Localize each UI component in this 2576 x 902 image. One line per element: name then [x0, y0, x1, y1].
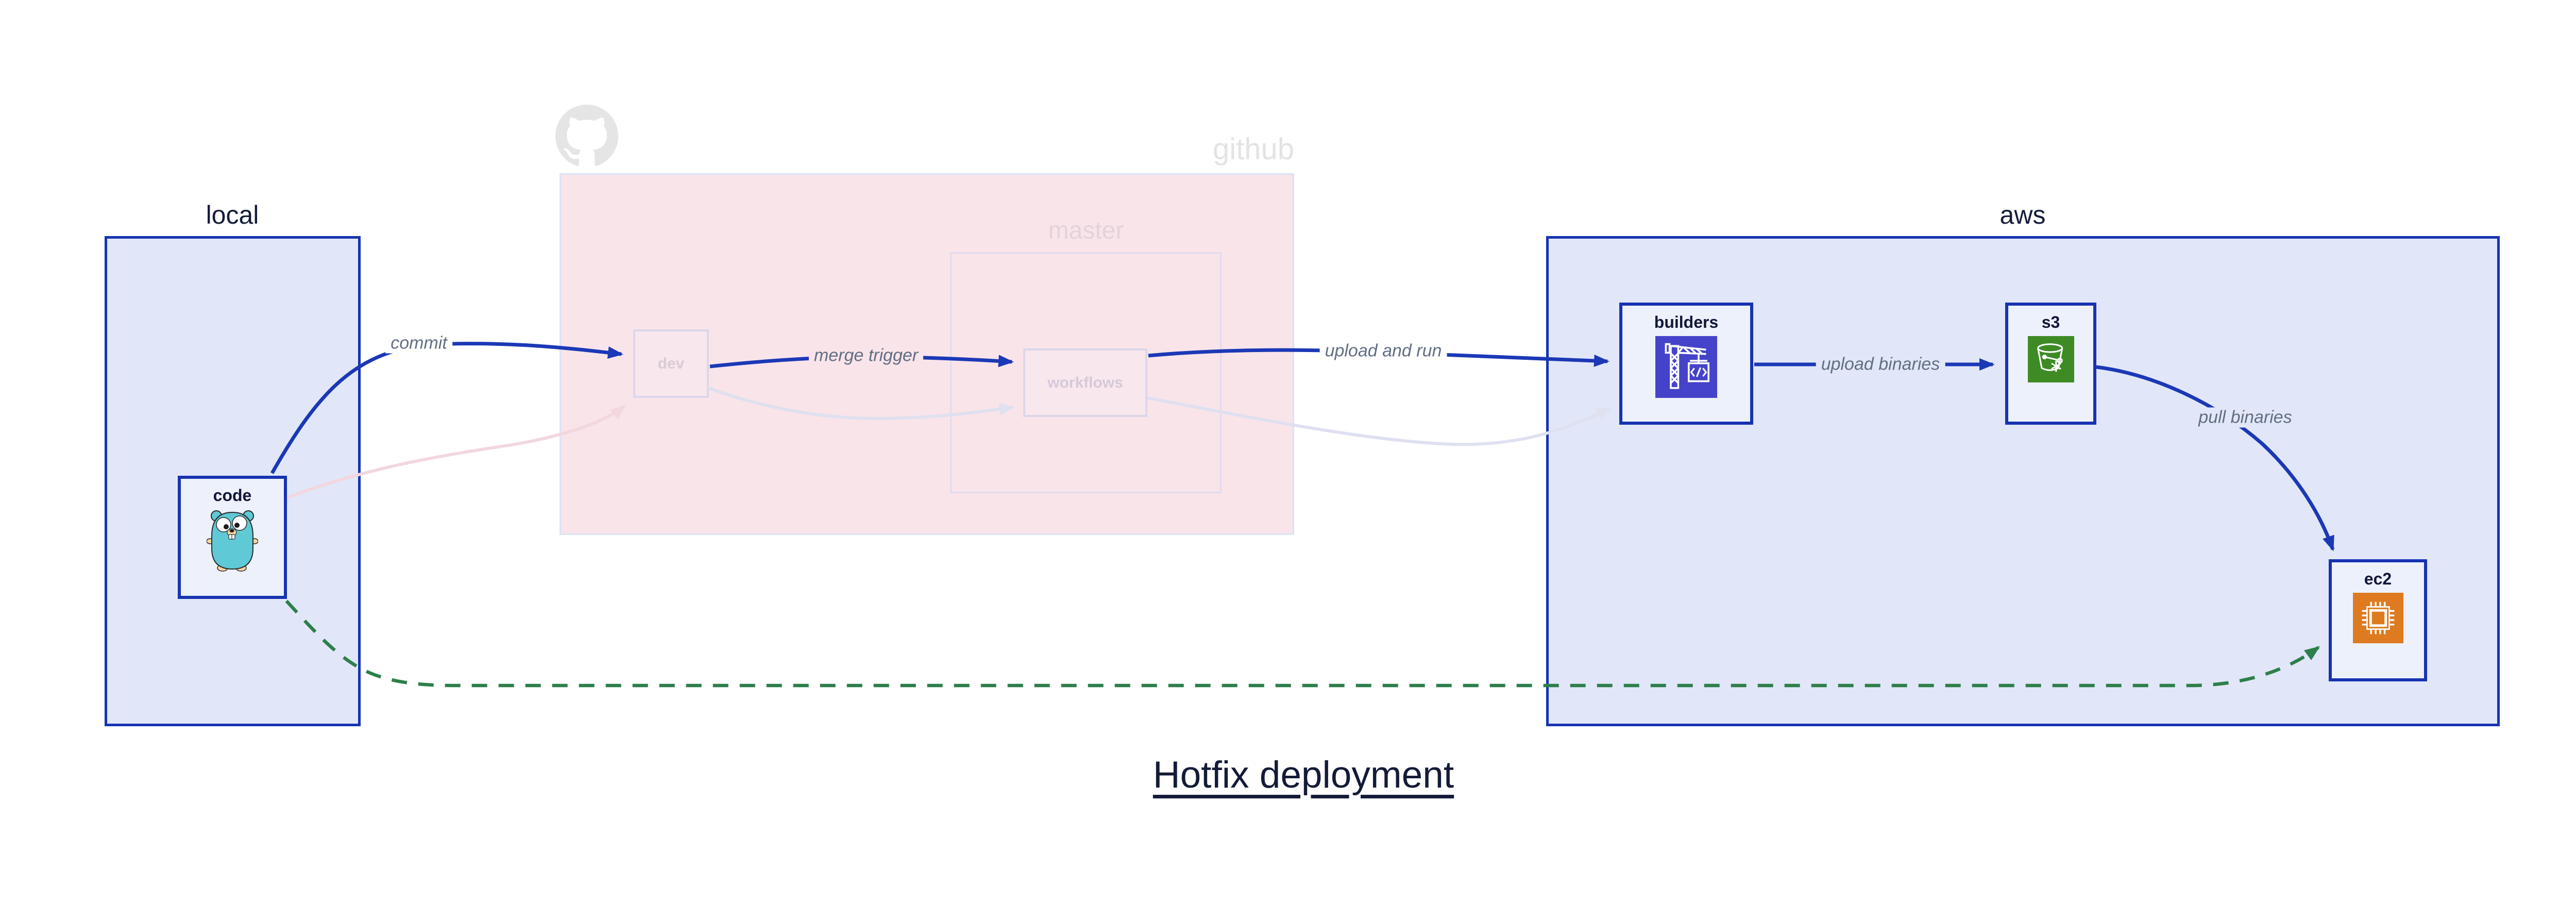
- builders-node-label: builders: [1654, 313, 1719, 331]
- github-container-label: github: [1212, 132, 1294, 166]
- ec2-chip-icon: [2352, 593, 2403, 643]
- edge-label-pull-binaries: pull binaries: [2193, 407, 2297, 428]
- ec2-node-label: ec2: [2364, 570, 2392, 588]
- dev-branch-label: dev: [657, 355, 685, 372]
- go-gopher-icon: [207, 510, 258, 572]
- s3-node-label: s3: [2041, 313, 2060, 331]
- code-node-label: code: [213, 486, 252, 505]
- s3-glacier-bucket-icon: [2027, 336, 2074, 382]
- edge-label-merge-trigger: merge trigger: [808, 345, 924, 366]
- codebuild-crane-icon: [1655, 336, 1717, 398]
- master-branch-label: master: [1048, 217, 1124, 244]
- dev-branch-node: dev: [633, 329, 709, 398]
- ec2-node: ec2: [2329, 559, 2427, 681]
- edge-label-upload-binaries: upload binaries: [1816, 354, 1945, 375]
- builders-node: builders: [1619, 303, 1753, 425]
- edge-label-commit: commit: [385, 333, 452, 354]
- s3-node: s3: [2005, 303, 2096, 425]
- edge-label-upload-and-run: upload and run: [1319, 341, 1447, 361]
- code-node: code: [178, 476, 287, 599]
- workflows-node: workflows: [1023, 348, 1147, 417]
- master-branch-container: [950, 252, 1222, 493]
- aws-container-label: aws: [1999, 201, 2046, 229]
- workflows-label: workflows: [1047, 374, 1123, 391]
- github-octocat-icon: [555, 105, 618, 166]
- local-container-label: local: [206, 201, 259, 229]
- diagram-title: Hotfix deployment: [1153, 754, 1454, 796]
